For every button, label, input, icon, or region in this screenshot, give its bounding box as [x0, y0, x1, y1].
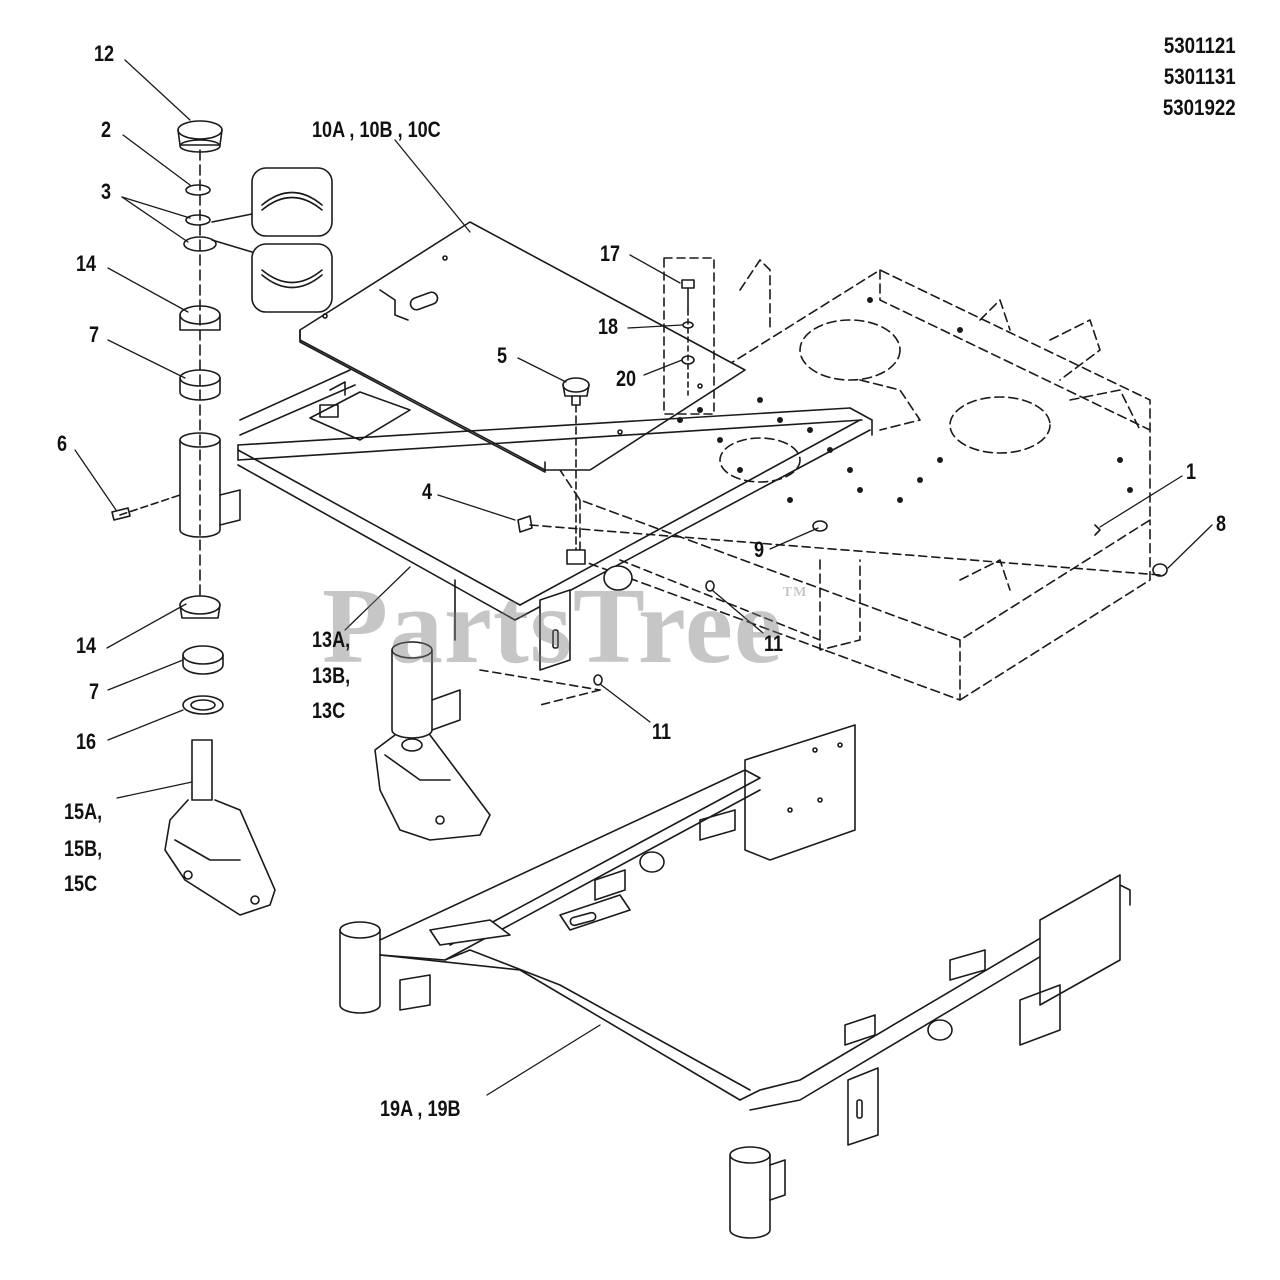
assembly-lines [479, 524, 1161, 706]
callout-11[interactable]: 11 [764, 631, 784, 656]
partstree-watermark: PartsTreeTM [322, 567, 808, 686]
model-number-list: 5301121 5301131 5301922 [1163, 30, 1236, 123]
callout-7[interactable]: 7 [89, 679, 100, 704]
callout-13c[interactable]: 13C [312, 698, 346, 723]
caster-tube-left [179, 432, 241, 538]
callout-19[interactable]: 19A , 19B [380, 1096, 461, 1121]
model-number: 5301131 [1164, 64, 1236, 89]
washer-detail-bubbles [211, 167, 333, 313]
callout-8[interactable]: 8 [1216, 511, 1227, 536]
knob [562, 377, 590, 565]
callout-10[interactable]: 10A , 10B , 10C [312, 117, 441, 142]
callout-3[interactable]: 3 [101, 179, 112, 204]
leader-lines [74, 59, 1213, 1096]
lower-frame [339, 724, 1131, 1239]
callout-5[interactable]: 5 [497, 343, 508, 368]
frame-holes [677, 297, 1133, 503]
callout-17[interactable]: 17 [600, 241, 621, 266]
callout-6[interactable]: 6 [57, 431, 68, 456]
callout-15a[interactable]: 15A, [64, 799, 103, 824]
callout-7[interactable]: 7 [89, 322, 100, 347]
callout-20[interactable]: 20 [616, 366, 637, 391]
callout-18[interactable]: 18 [598, 314, 619, 339]
callout-11[interactable]: 11 [652, 719, 672, 744]
caster-tube-front [374, 641, 491, 841]
callout-13b[interactable]: 13B, [312, 663, 351, 688]
small-parts [517, 515, 1168, 686]
callout-14[interactable]: 14 [76, 633, 97, 658]
callout-16[interactable]: 16 [76, 729, 97, 754]
model-number: 5301121 [1164, 33, 1236, 58]
callout-14[interactable]: 14 [76, 251, 97, 276]
model-number: 5301922 [1163, 95, 1236, 120]
callout-1[interactable]: 1 [1186, 459, 1197, 484]
callout-13a[interactable]: 13A, [312, 627, 351, 652]
callout-9[interactable]: 9 [754, 537, 765, 562]
callout-2[interactable]: 2 [101, 117, 112, 142]
deck-plate [299, 221, 746, 473]
main-frame-plate [559, 259, 1151, 701]
callout-15c[interactable]: 15C [64, 871, 98, 896]
caster-stack [111, 120, 276, 916]
front-axle-upper [237, 369, 873, 671]
callout-15b[interactable]: 15B, [64, 836, 103, 861]
callout-4[interactable]: 4 [422, 479, 433, 504]
callout-12[interactable]: 12 [94, 41, 115, 66]
